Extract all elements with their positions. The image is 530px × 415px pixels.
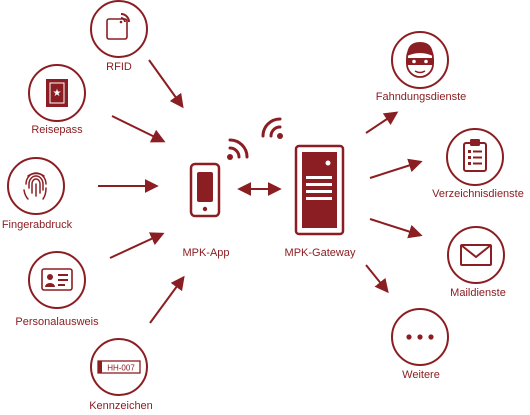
arrow-rfid-to-app — [148, 59, 184, 109]
fahndungsdienste-node — [391, 31, 449, 89]
fingerprint-node — [7, 157, 65, 215]
arrow-idcard-to-app — [109, 232, 165, 259]
rfid-label: RFID — [106, 61, 132, 73]
arrow-gateway-to-weitere — [365, 264, 389, 294]
id-card-icon — [41, 268, 73, 291]
maildienste-label: Maildienste — [450, 287, 506, 299]
fahndungsdienste-label: Fahndungsdienste — [375, 91, 467, 103]
server-icon — [294, 144, 345, 236]
svg-text:★: ★ — [53, 88, 62, 99]
arrow-gateway-to-mail — [369, 218, 423, 239]
passport-node: ★ — [28, 64, 86, 122]
maildienste-node — [447, 226, 505, 284]
license-plate-node: HH-007 — [90, 338, 148, 396]
fingerprint-icon — [23, 172, 47, 200]
passport-icon: ★ — [46, 79, 68, 107]
license-plate-label: Kennzeichen — [89, 400, 153, 412]
arrow-passport-to-app — [111, 115, 166, 143]
clipboard-icon — [463, 139, 487, 172]
mpk-gateway-label: MPK-Gateway — [284, 247, 356, 259]
verzeichnisdienste-node — [446, 128, 504, 186]
rfid-card-icon — [106, 13, 130, 40]
wifi-signal-icon — [261, 117, 283, 139]
fingerprint-label: Fingerabdruck — [1, 219, 73, 231]
plate-text: HH-007 — [107, 364, 135, 373]
envelope-icon — [460, 244, 492, 266]
mpk-gateway-node — [261, 117, 345, 236]
wifi-signal-icon — [227, 138, 249, 160]
idcard-label: Personalausweis — [15, 316, 99, 328]
idcard-node — [28, 251, 86, 309]
rfid-node — [90, 0, 148, 58]
passport-label: Reisepass — [31, 124, 83, 136]
mpk-app-label: MPK-App — [182, 247, 230, 259]
smartphone-icon — [189, 162, 221, 218]
masked-person-icon — [406, 42, 434, 78]
mpk-app-node — [189, 138, 249, 218]
arrow-plate-to-app — [149, 275, 185, 324]
arrow-gateway-to-verzeichnis — [369, 158, 423, 179]
verzeichnisdienste-label: Verzeichnisdienste — [432, 188, 524, 200]
more-dots-icon — [406, 334, 434, 340]
weitere-node — [391, 308, 449, 366]
arrow-gateway-to-fahndung — [365, 111, 399, 134]
license-plate-icon: HH-007 — [97, 360, 141, 374]
weitere-label: Weitere — [402, 369, 440, 381]
